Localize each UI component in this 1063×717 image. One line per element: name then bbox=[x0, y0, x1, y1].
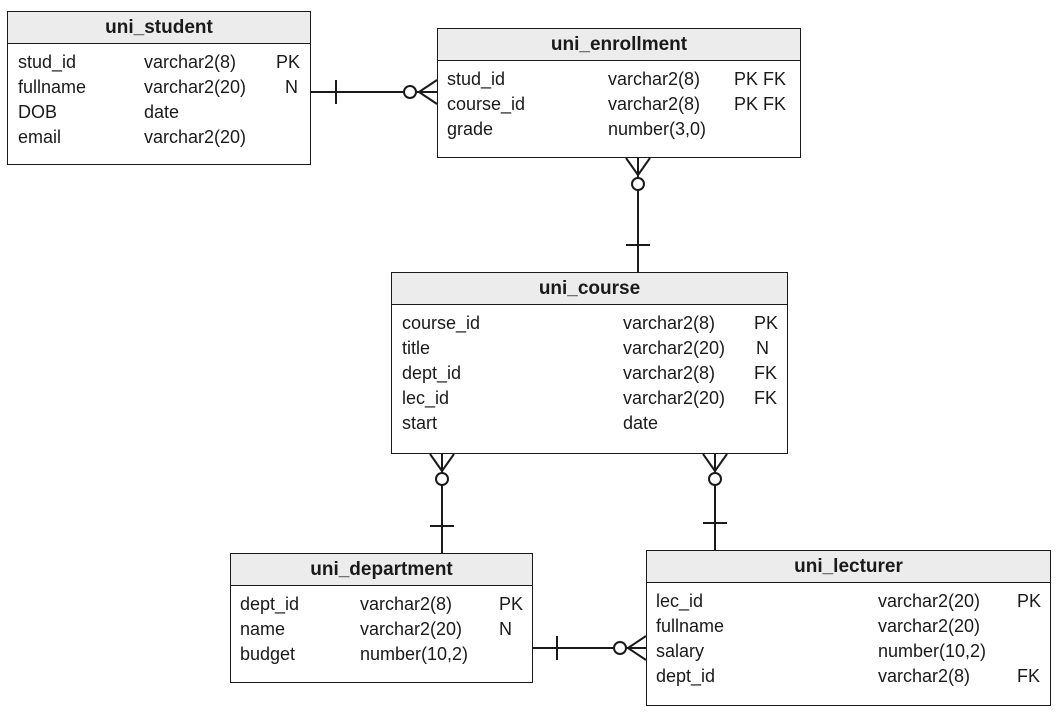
attribute-key: PK bbox=[1017, 591, 1042, 611]
entity-title: uni_course bbox=[392, 273, 787, 305]
entity-uni-enrollment[interactable]: uni_enrollment stud_id varchar2(8) PK FK… bbox=[437, 28, 801, 158]
attribute-name: dept_id bbox=[402, 363, 462, 383]
entity-title: uni_lecturer bbox=[647, 551, 1050, 583]
attribute-type: varchar2(20) bbox=[623, 388, 726, 408]
attribute-key: FK bbox=[754, 363, 778, 383]
attribute-type: varchar2(8) bbox=[144, 52, 237, 72]
attribute-key: FK bbox=[754, 388, 778, 408]
attribute-row: dept_id varchar2(8) PK bbox=[231, 592, 532, 617]
attribute-row: course_id varchar2(8) PK FK bbox=[438, 92, 800, 117]
attribute-type: varchar2(20) bbox=[878, 616, 981, 636]
attribute-row: fullname varchar2(20) bbox=[647, 614, 1050, 639]
attribute-row: email varchar2(20) bbox=[8, 125, 310, 150]
attribute-name: budget bbox=[240, 644, 296, 664]
attribute-row: dept_id varchar2(8) FK bbox=[647, 664, 1050, 689]
attribute-row: salary number(10,2) bbox=[647, 639, 1050, 664]
attribute-row: DOB date bbox=[8, 100, 310, 125]
attribute-type: varchar2(20) bbox=[144, 77, 247, 97]
entity-title: uni_student bbox=[8, 12, 310, 44]
entity-title: uni_department bbox=[231, 554, 532, 586]
entity-uni-student[interactable]: uni_student stud_id varchar2(8) PK fulln… bbox=[7, 11, 311, 165]
attribute-type: number(10,2) bbox=[878, 641, 987, 661]
attribute-name: fullname bbox=[656, 616, 725, 636]
attribute-type: varchar2(20) bbox=[144, 127, 247, 147]
attribute-row: course_id varchar2(8) PK bbox=[392, 311, 787, 336]
attribute-type: date bbox=[623, 413, 659, 433]
attribute-type: varchar2(8) bbox=[623, 363, 716, 383]
entity-attributes: stud_id varchar2(8) PK FK course_id varc… bbox=[438, 61, 800, 142]
entity-attributes: course_id varchar2(8) PK title varchar2(… bbox=[392, 305, 787, 436]
attribute-name: fullname bbox=[18, 77, 87, 97]
entity-attributes: dept_id varchar2(8) PK name varchar2(20)… bbox=[231, 586, 532, 667]
attribute-name: course_id bbox=[402, 313, 481, 333]
attribute-key: PK bbox=[754, 313, 779, 333]
attribute-row: grade number(3,0) bbox=[438, 117, 800, 142]
entity-uni-course[interactable]: uni_course course_id varchar2(8) PK titl… bbox=[391, 272, 788, 454]
attribute-name: start bbox=[402, 413, 438, 433]
attribute-name: title bbox=[402, 338, 431, 358]
attribute-key: N bbox=[499, 619, 512, 639]
attribute-key: PK FK bbox=[734, 94, 787, 114]
attribute-row: start date bbox=[392, 411, 787, 436]
attribute-name: stud_id bbox=[18, 52, 77, 72]
attribute-row: lec_id varchar2(20) PK bbox=[647, 589, 1050, 614]
attribute-type: varchar2(20) bbox=[360, 619, 463, 639]
attribute-key: PK bbox=[499, 594, 524, 614]
attribute-name: stud_id bbox=[447, 69, 506, 89]
attribute-row: dept_id varchar2(8) FK bbox=[392, 361, 787, 386]
attribute-type: varchar2(8) bbox=[608, 69, 701, 89]
rel-course-enrollment bbox=[625, 157, 651, 272]
attribute-name: DOB bbox=[18, 102, 58, 122]
attribute-key: PK bbox=[276, 52, 301, 72]
entity-uni-department[interactable]: uni_department dept_id varchar2(8) PK na… bbox=[230, 553, 533, 683]
attribute-name: dept_id bbox=[656, 666, 716, 686]
entity-uni-lecturer[interactable]: uni_lecturer lec_id varchar2(20) PK full… bbox=[646, 550, 1051, 706]
attribute-row: name varchar2(20) N bbox=[231, 617, 532, 642]
attribute-row: title varchar2(20) N bbox=[392, 336, 787, 361]
attribute-type: date bbox=[144, 102, 180, 122]
attribute-name: salary bbox=[656, 641, 705, 661]
attribute-name: email bbox=[18, 127, 62, 147]
attribute-row: stud_id varchar2(8) PK FK bbox=[438, 67, 800, 92]
attribute-name: dept_id bbox=[240, 594, 300, 614]
rel-student-enrollment bbox=[311, 79, 438, 105]
attribute-key: N bbox=[285, 77, 298, 97]
entity-attributes: stud_id varchar2(8) PK fullname varchar2… bbox=[8, 44, 310, 150]
rel-lecturer-course bbox=[702, 453, 728, 550]
entity-attributes: lec_id varchar2(20) PK fullname varchar2… bbox=[647, 583, 1050, 689]
attribute-type: varchar2(8) bbox=[878, 666, 971, 686]
attribute-type: varchar2(8) bbox=[360, 594, 453, 614]
attribute-row: budget number(10,2) bbox=[231, 642, 532, 667]
attribute-key: N bbox=[756, 338, 769, 358]
attribute-name: name bbox=[240, 619, 286, 639]
attribute-name: course_id bbox=[447, 94, 526, 114]
attribute-type: number(3,0) bbox=[608, 119, 707, 139]
attribute-row: lec_id varchar2(20) FK bbox=[392, 386, 787, 411]
attribute-key: PK FK bbox=[734, 69, 787, 89]
attribute-row: fullname varchar2(20) N bbox=[8, 75, 310, 100]
attribute-type: varchar2(8) bbox=[623, 313, 716, 333]
rel-department-course bbox=[429, 453, 455, 553]
attribute-name: lec_id bbox=[402, 388, 450, 408]
attribute-key: FK bbox=[1017, 666, 1041, 686]
rel-department-lecturer bbox=[533, 635, 647, 661]
attribute-name: grade bbox=[447, 119, 494, 139]
attribute-row: stud_id varchar2(8) PK bbox=[8, 50, 310, 75]
attribute-type: varchar2(20) bbox=[623, 338, 726, 358]
attribute-name: lec_id bbox=[656, 591, 704, 611]
attribute-type: varchar2(8) bbox=[608, 94, 701, 114]
attribute-type: varchar2(20) bbox=[878, 591, 981, 611]
entity-title: uni_enrollment bbox=[438, 29, 800, 61]
attribute-type: number(10,2) bbox=[360, 644, 469, 664]
